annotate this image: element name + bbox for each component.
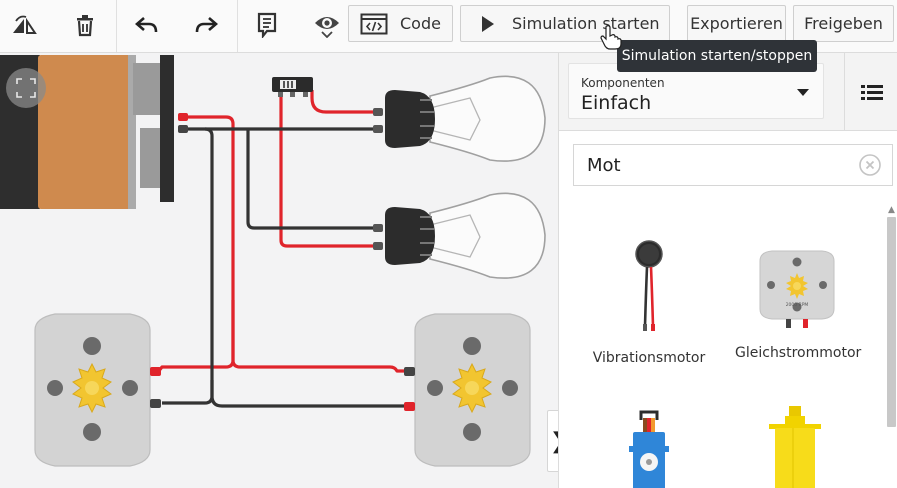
light-bulb-2[interactable] bbox=[373, 192, 546, 279]
code-button[interactable]: Code bbox=[348, 5, 453, 42]
component-search-input[interactable] bbox=[585, 153, 839, 177]
red-wires[interactable] bbox=[156, 90, 405, 373]
components-select[interactable]: Komponenten Einfach bbox=[568, 63, 824, 119]
fit-view-icon[interactable] bbox=[6, 68, 46, 108]
panel-scrollbar[interactable]: ▲ bbox=[887, 205, 896, 488]
scroll-up-icon[interactable]: ▲ bbox=[888, 205, 895, 215]
export-label: Exportieren bbox=[690, 14, 783, 33]
servo-icon bbox=[629, 410, 669, 488]
light-bulb-1[interactable] bbox=[373, 75, 546, 162]
list-view-button[interactable] bbox=[844, 53, 897, 130]
hand-cursor-icon bbox=[600, 25, 622, 50]
play-icon bbox=[481, 15, 495, 32]
component-vibration-motor[interactable]: Vibrationsmotor bbox=[592, 236, 706, 366]
hobby-gearmotor-icon bbox=[769, 406, 821, 488]
vibration-motor-icon bbox=[635, 240, 663, 331]
dc-motor-2[interactable] bbox=[404, 313, 531, 467]
scroll-thumb[interactable] bbox=[887, 217, 896, 427]
component-label: Vibrationsmotor bbox=[592, 350, 706, 366]
component-search bbox=[573, 144, 893, 186]
redo-icon[interactable] bbox=[187, 6, 225, 44]
list-icon bbox=[861, 84, 883, 100]
rotate-icon[interactable] bbox=[5, 6, 43, 44]
simulate-button[interactable]: Simulation starten bbox=[460, 5, 670, 42]
export-button[interactable]: Exportieren bbox=[687, 5, 786, 42]
share-button[interactable]: Freigeben bbox=[793, 5, 894, 42]
dc-motor-1[interactable] bbox=[34, 313, 161, 467]
code-label: Code bbox=[400, 14, 441, 33]
tooltip: Simulation starten/stoppen bbox=[617, 40, 817, 72]
code-icon bbox=[360, 13, 388, 35]
black-wires[interactable] bbox=[162, 127, 405, 408]
toolbar: Code Simulation starten Exportieren Frei… bbox=[0, 0, 897, 53]
component-label: Gleichstrommotor bbox=[735, 345, 862, 361]
simulate-label: Simulation starten bbox=[512, 14, 660, 33]
share-label: Freigeben bbox=[804, 14, 883, 33]
chevron-down-icon bbox=[797, 89, 809, 96]
clear-search-icon[interactable] bbox=[859, 154, 881, 176]
component-hobby-gearmotor[interactable] bbox=[765, 406, 825, 488]
dc-motor-icon: 2000 RPM bbox=[759, 250, 835, 328]
components-select-value: Einfach bbox=[581, 92, 652, 114]
undo-icon[interactable] bbox=[128, 6, 166, 44]
dc-motor-rpm-label: 2000 RPM bbox=[786, 302, 809, 308]
components-select-label: Komponenten bbox=[581, 76, 665, 90]
circuit-canvas[interactable] bbox=[0, 53, 557, 488]
visibility-icon[interactable] bbox=[308, 6, 346, 44]
components-panel: Komponenten Einfach Vi bbox=[558, 53, 897, 488]
slide-switch[interactable] bbox=[272, 77, 313, 97]
component-servo[interactable] bbox=[629, 408, 669, 488]
notes-icon[interactable] bbox=[248, 6, 286, 44]
component-dc-motor[interactable]: 2000 RPM Gleichstrommotor bbox=[735, 249, 862, 361]
circuit-drawing bbox=[0, 55, 546, 467]
delete-icon[interactable] bbox=[66, 6, 104, 44]
